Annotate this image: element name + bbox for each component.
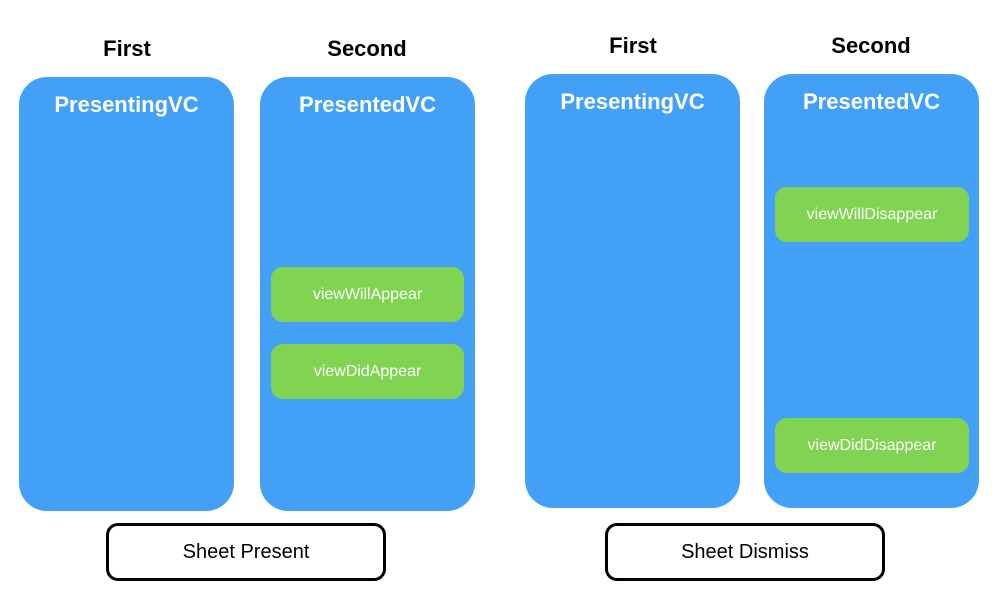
dismiss-second-label: Second: [831, 33, 911, 58]
dismiss-first-label: First: [609, 33, 657, 58]
present-second-label: Second: [327, 36, 407, 61]
dismiss-presenting-vc-box: PresentingVC: [525, 74, 740, 508]
present-presenting-vc-box: PresentingVC: [19, 77, 234, 511]
event-view-will-appear: viewWillAppear: [271, 267, 464, 322]
dismiss-presenting-vc-title: PresentingVC: [560, 89, 705, 114]
event-view-will-disappear: viewWillDisappear: [775, 187, 969, 242]
event-view-did-disappear: viewDidDisappear: [775, 418, 969, 473]
sheet-present-label: Sheet Present: [106, 523, 386, 581]
present-presented-vc-box: PresentedVC viewWillAppear viewDidAppear: [260, 77, 475, 511]
present-first-label: First: [103, 36, 151, 61]
present-presented-vc-title: PresentedVC: [299, 92, 436, 117]
present-presenting-vc-title: PresentingVC: [54, 92, 199, 117]
event-view-did-appear: viewDidAppear: [271, 344, 464, 399]
sheet-dismiss-label: Sheet Dismiss: [605, 523, 885, 581]
dismiss-presented-vc-box: PresentedVC viewWillDisappear viewDidDis…: [764, 74, 979, 508]
dismiss-presented-vc-title: PresentedVC: [803, 89, 940, 114]
